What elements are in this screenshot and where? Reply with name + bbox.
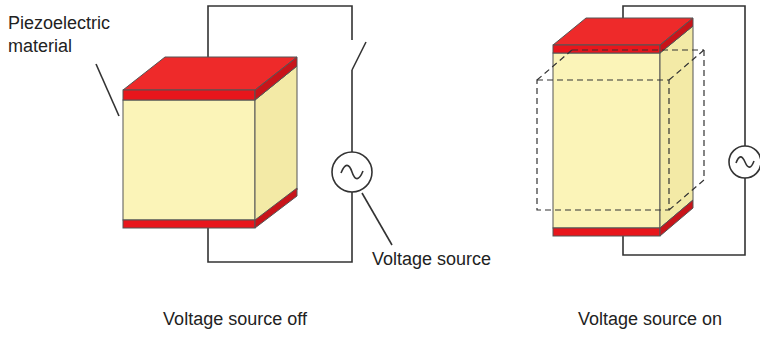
- ac-source-symbol: [729, 146, 760, 178]
- leader-line: [362, 193, 392, 245]
- piezo-block-stretched: [553, 18, 693, 236]
- part-label: Piezoelectric material: [8, 12, 128, 58]
- wire: [351, 70, 353, 152]
- component-label: Voltage source: [372, 248, 542, 271]
- original-outline: [537, 50, 704, 210]
- piezo-block-relaxed: [123, 57, 297, 228]
- open-switch: [352, 42, 366, 70]
- wires: [96, 6, 745, 262]
- leader-line: [96, 64, 119, 116]
- ac-source-symbol: [332, 152, 372, 192]
- state-caption: Voltage source off: [120, 308, 350, 331]
- state-caption: Voltage source on: [540, 308, 760, 331]
